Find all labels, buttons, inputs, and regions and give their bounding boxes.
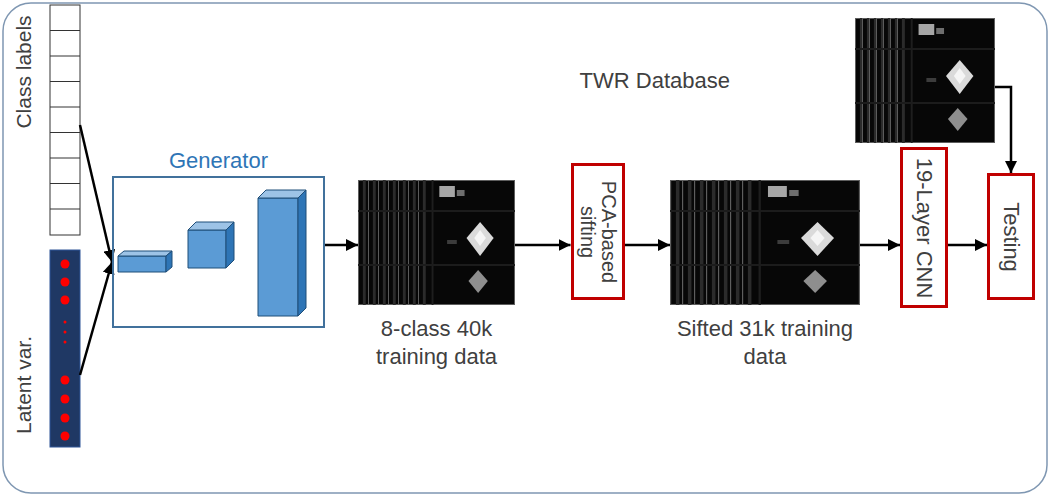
caption-label: Generator (114, 148, 323, 173)
caption-label: Latent var. (12, 336, 36, 434)
generator-box: Generator (112, 176, 325, 328)
flow-arrow (80, 262, 112, 375)
flow-arrow (325, 244, 358, 247)
image-stack-twr (855, 18, 995, 143)
image-stack: 8-class 40k training data (358, 180, 515, 305)
process-box: PCA-based sifting (571, 163, 625, 300)
flow-arrow (515, 244, 571, 247)
flow-arrow (860, 244, 900, 247)
box-label: 19-Layer CNN (911, 157, 936, 298)
latent-input: Latent var. (50, 250, 80, 447)
caption-label: 8-class 40k training data (349, 315, 524, 370)
flow-arrow (80, 125, 112, 262)
generator-layers (118, 190, 306, 316)
caption-label: Sifted 31k training data (673, 315, 858, 370)
flow-arrow (995, 87, 1011, 173)
flow-arrow (625, 244, 671, 247)
box-label: Testing (998, 202, 1023, 272)
outer-frame (3, 3, 1047, 493)
label-input: Class labels (50, 5, 80, 235)
image-stack: TWR Database (855, 18, 995, 143)
caption-label: Class labels (12, 15, 36, 128)
caption-label: TWR Database (580, 68, 730, 93)
image-stack-sifted (670, 180, 860, 305)
process-box: Testing (987, 173, 1035, 300)
box-label: PCA-based sifting (577, 173, 619, 290)
latent-vector (50, 250, 80, 447)
image-stack: Sifted 31k training data (670, 180, 860, 305)
flow-arrow (948, 244, 987, 247)
image-stack-generated (358, 180, 515, 305)
process-box: 19-Layer CNN (900, 147, 948, 308)
label-vector (50, 5, 80, 235)
